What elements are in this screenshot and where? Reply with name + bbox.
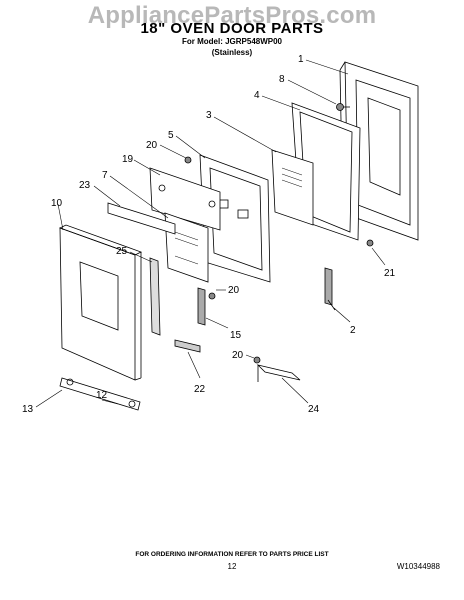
diagram-title: 18" OVEN DOOR PARTS: [140, 20, 324, 37]
leader-lines: [35, 59, 386, 408]
part-insulation-7: [164, 212, 209, 283]
callout-12: 12: [96, 390, 108, 401]
callout-20-middle: 20: [228, 285, 240, 296]
callout-21: 21: [384, 268, 396, 279]
callout-3: 3: [206, 110, 212, 121]
part-vent-22: [174, 339, 201, 353]
document-id: W10344988: [396, 562, 440, 571]
ordering-note: FOR ORDERING INFORMATION REFER TO PARTS …: [135, 551, 329, 558]
part-screw-20b: [208, 292, 216, 300]
watermark: AppliancePartsPros.com: [87, 2, 377, 29]
callout-23: 23: [79, 180, 91, 191]
part-hinge-2: [324, 267, 336, 311]
callout-24: 24: [308, 404, 320, 415]
part-screw-8: [336, 103, 350, 111]
callout-4: 4: [254, 90, 260, 101]
part-bracket-24: [256, 364, 301, 382]
callout-22: 22: [194, 384, 206, 395]
part-strip-23: [107, 202, 176, 235]
callout-15: 15: [230, 330, 242, 341]
part-screw-20a: [184, 156, 192, 164]
callout-20-upper: 20: [146, 140, 158, 151]
part-hinge-15: [197, 287, 206, 326]
part-handle-13: [59, 377, 141, 411]
callout-19: 19: [122, 154, 134, 165]
part-insulation-3: [271, 149, 314, 226]
callout-13: 13: [22, 404, 34, 415]
callout-25: 25: [116, 246, 128, 257]
part-screw-20c: [253, 356, 261, 364]
callout-7: 7: [102, 170, 108, 181]
callout-2: 2: [350, 325, 356, 336]
part-handle-strip-25: [149, 257, 161, 336]
finish-label: (Stainless): [211, 48, 253, 57]
callout-20-lower: 20: [232, 350, 244, 361]
part-screw-21: [366, 239, 374, 247]
part-outer-door-10: [58, 224, 143, 381]
callout-8: 8: [279, 74, 285, 85]
page-number: 12: [227, 562, 237, 571]
callout-5: 5: [168, 130, 174, 141]
model-number: For Model: JGRP548WP00: [181, 37, 283, 46]
callout-10: 10: [51, 198, 63, 209]
callout-1: 1: [298, 54, 304, 65]
